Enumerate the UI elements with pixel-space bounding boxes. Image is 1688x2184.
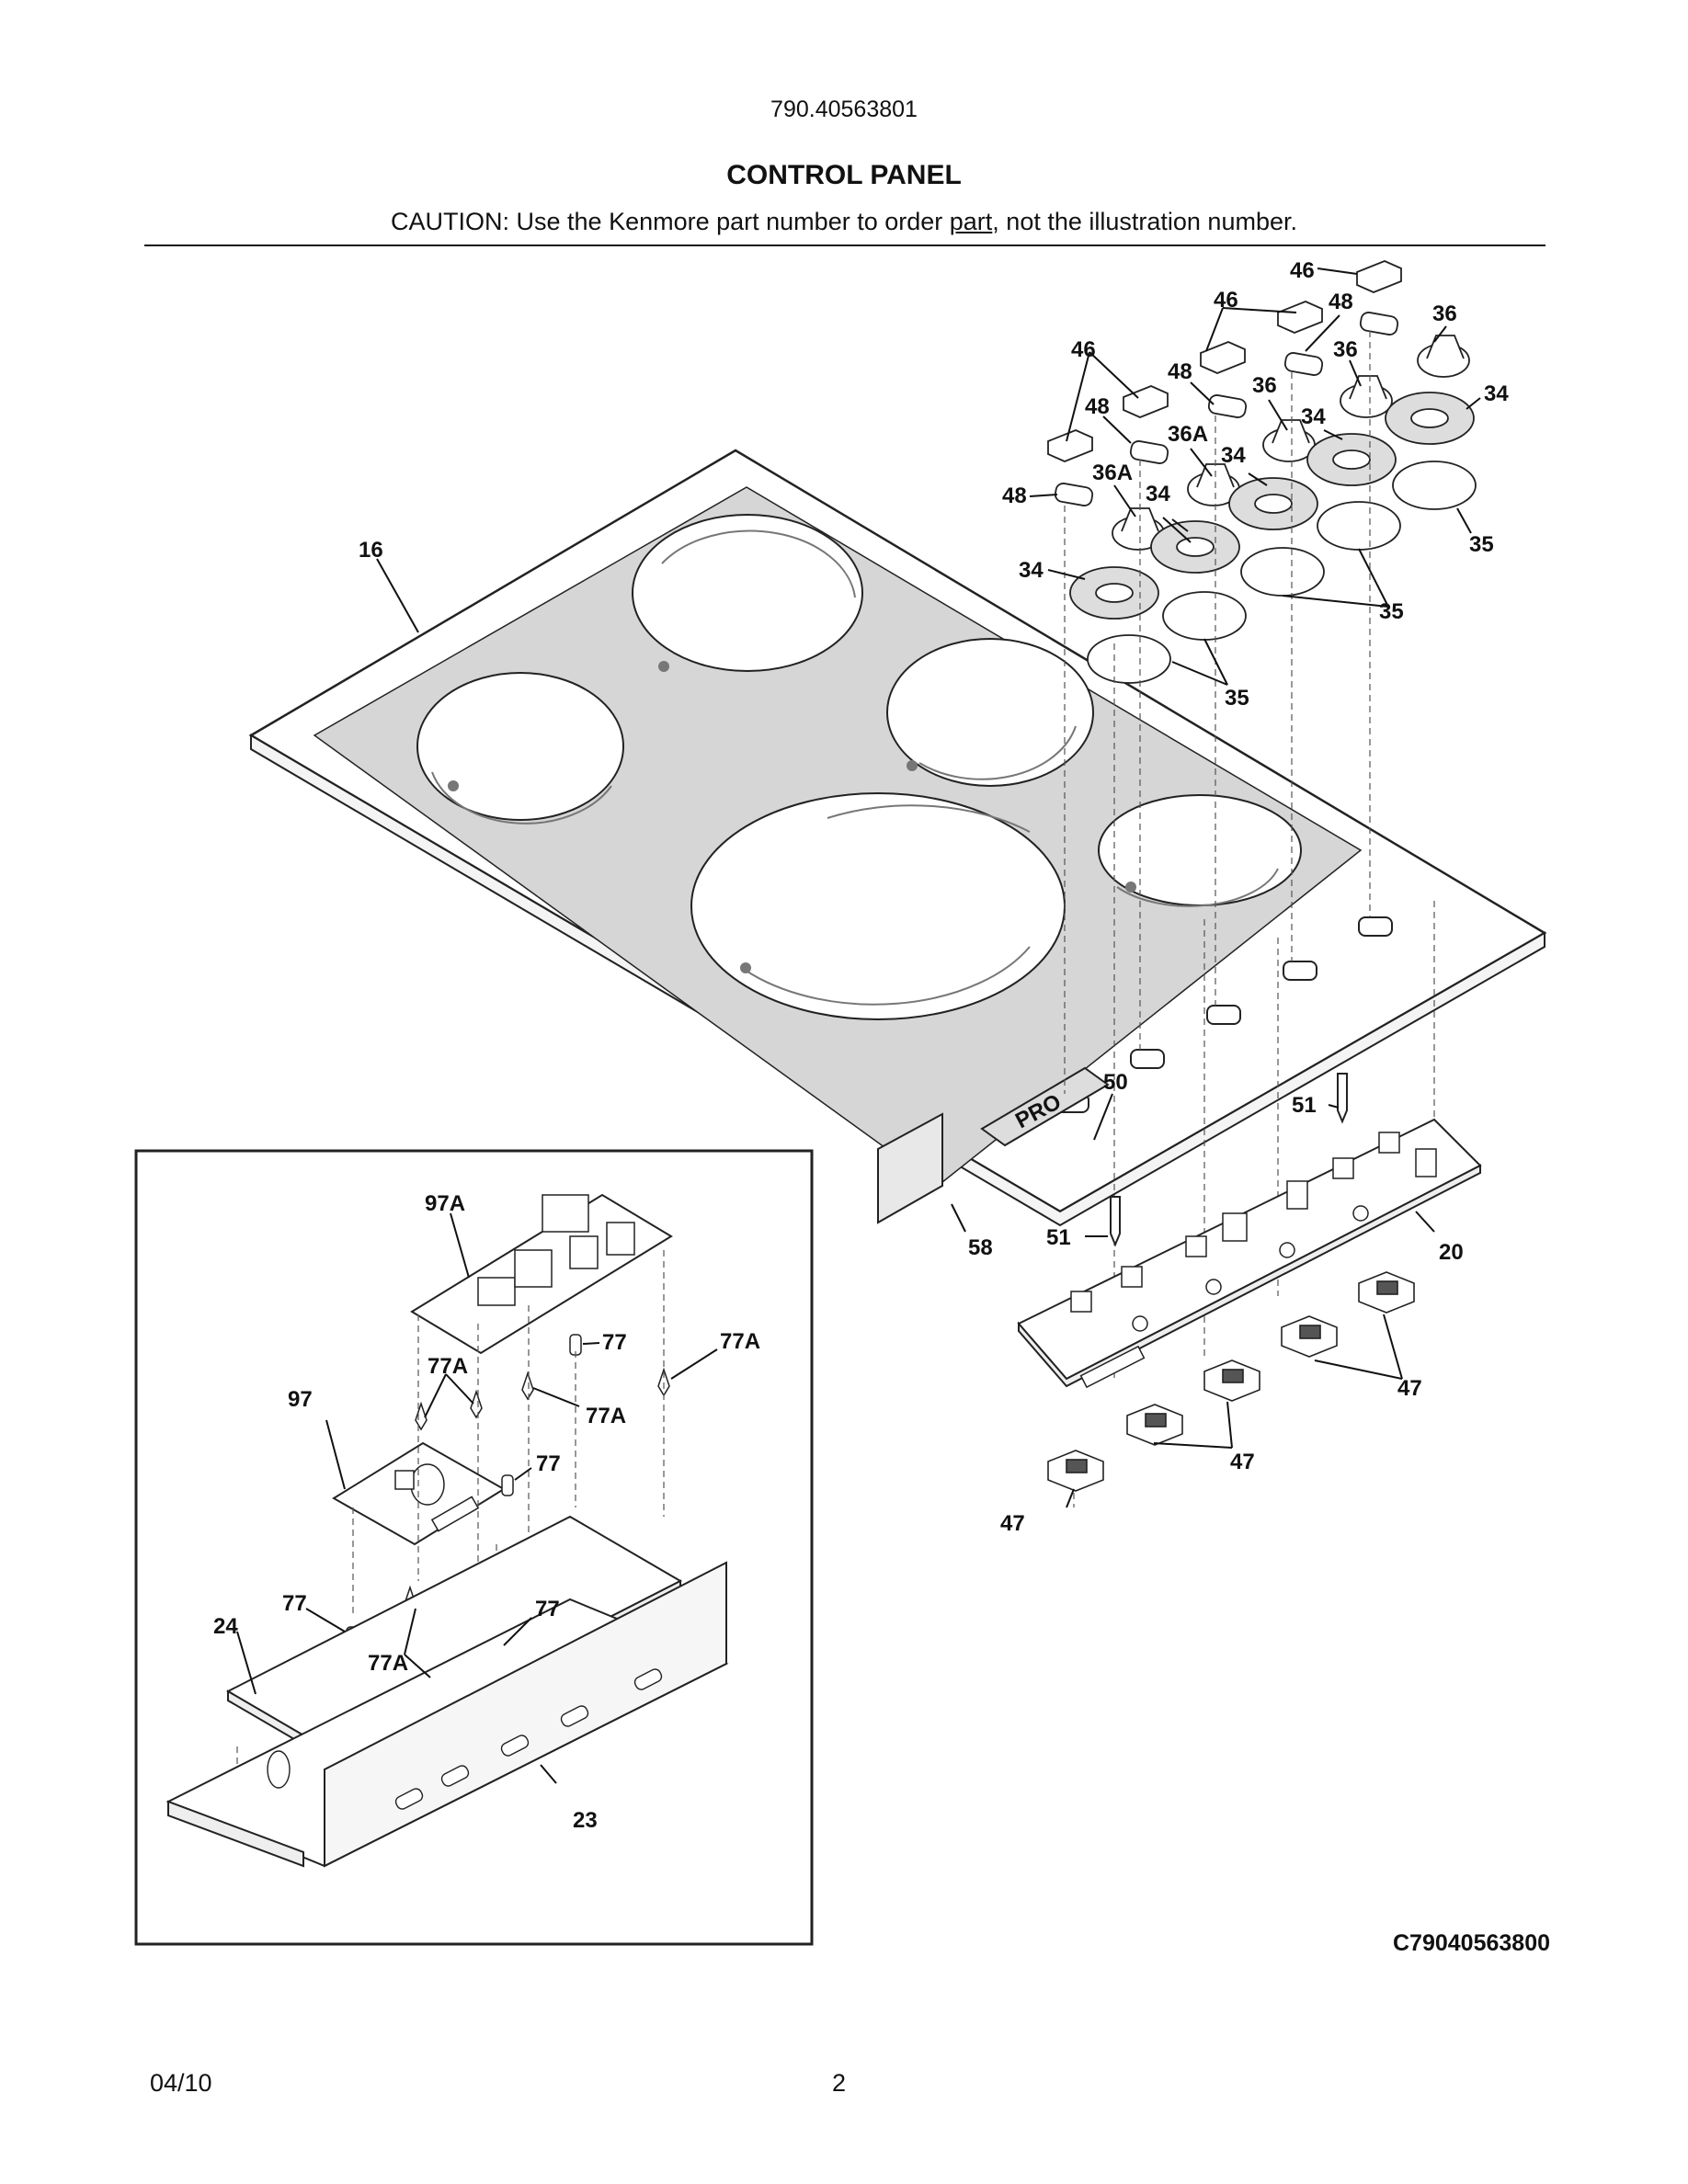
callout-97: 97 bbox=[288, 1387, 313, 1412]
callout-36: 36 bbox=[1252, 373, 1277, 398]
callout-46: 46 bbox=[1071, 337, 1096, 362]
callout-47: 47 bbox=[1000, 1511, 1025, 1536]
callout-35: 35 bbox=[1225, 686, 1249, 711]
callout-36: 36 bbox=[1432, 301, 1457, 326]
callout-48: 48 bbox=[1002, 483, 1027, 508]
callout-23: 23 bbox=[573, 1808, 598, 1833]
callout-77: 77 bbox=[536, 1451, 561, 1476]
callout-36A: 36A bbox=[1092, 461, 1133, 485]
callout-47: 47 bbox=[1230, 1450, 1255, 1474]
callout-48: 48 bbox=[1085, 394, 1110, 419]
callout-48: 48 bbox=[1168, 359, 1192, 384]
page-title: CONTROL PANEL bbox=[726, 160, 962, 190]
callout-77: 77 bbox=[602, 1330, 627, 1355]
callout-24: 24 bbox=[213, 1614, 238, 1639]
callout-77: 77 bbox=[535, 1597, 560, 1621]
callout-51: 51 bbox=[1046, 1225, 1071, 1250]
header-divider bbox=[144, 245, 1545, 246]
callout-77A: 77A bbox=[368, 1651, 408, 1676]
callout-35: 35 bbox=[1379, 599, 1404, 624]
callout-16: 16 bbox=[359, 538, 383, 563]
callout-34: 34 bbox=[1301, 404, 1326, 429]
callout-20: 20 bbox=[1439, 1240, 1464, 1265]
callout-77A: 77A bbox=[428, 1354, 468, 1379]
callout-36: 36 bbox=[1333, 337, 1358, 362]
illustration-code: C79040563800 bbox=[1393, 1930, 1550, 1956]
footer-date: 04/10 bbox=[150, 2069, 212, 2097]
model-number: 790.40563801 bbox=[770, 97, 918, 122]
caution-underlined-word: part bbox=[949, 208, 993, 235]
caution-text-end: , not the illustration number. bbox=[992, 208, 1297, 235]
page-number: 2 bbox=[832, 2069, 847, 2097]
callout-77: 77 bbox=[282, 1591, 307, 1616]
callout-35: 35 bbox=[1469, 532, 1494, 557]
callout-50: 50 bbox=[1103, 1070, 1128, 1095]
callout-51: 51 bbox=[1292, 1093, 1317, 1118]
callout-77A: 77A bbox=[586, 1404, 626, 1428]
callout-77A: 77A bbox=[720, 1329, 760, 1354]
callout-47: 47 bbox=[1397, 1376, 1422, 1401]
callout-34: 34 bbox=[1146, 482, 1170, 506]
caution-note: CAUTION: Use the Kenmore part number to … bbox=[0, 208, 1688, 236]
callout-46: 46 bbox=[1214, 288, 1238, 313]
callout-36A: 36A bbox=[1168, 422, 1208, 447]
cooktop-glass bbox=[248, 449, 1547, 1227]
callout-34: 34 bbox=[1484, 381, 1509, 406]
callout-34: 34 bbox=[1221, 443, 1246, 468]
callout-58: 58 bbox=[968, 1235, 993, 1260]
callout-48: 48 bbox=[1329, 290, 1353, 314]
inset-frame bbox=[134, 1149, 814, 1946]
callout-46: 46 bbox=[1290, 258, 1315, 283]
caution-text: CAUTION: Use the Kenmore part number to … bbox=[391, 208, 950, 235]
callout-97A: 97A bbox=[425, 1191, 465, 1216]
callout-34: 34 bbox=[1019, 558, 1044, 583]
